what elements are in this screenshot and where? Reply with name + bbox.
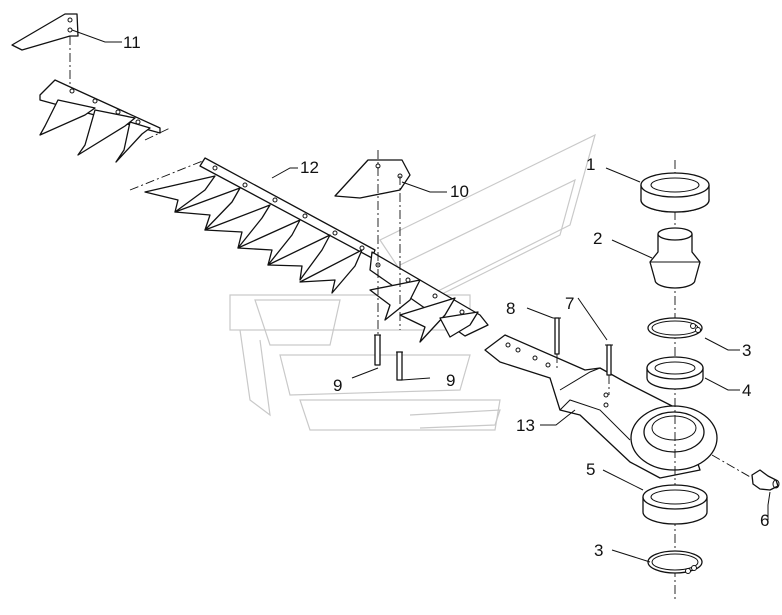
callout-2: 2 <box>593 229 602 248</box>
leader-lines <box>71 29 771 563</box>
callout-3-lower: 3 <box>594 541 603 560</box>
callout-11: 11 <box>123 33 141 52</box>
callout-10: 10 <box>450 182 469 201</box>
bushing-part-2 <box>649 227 701 289</box>
snap-ring-part-3-upper <box>647 317 703 339</box>
blade-part-10 <box>334 150 411 345</box>
callout-8: 8 <box>506 299 515 318</box>
ring-part-5 <box>642 484 708 525</box>
callout-13: 13 <box>516 416 535 435</box>
cutter-bar-part-12 <box>129 157 376 294</box>
grease-fitting-part-6 <box>751 469 780 491</box>
drive-arm-part-13 <box>484 334 753 479</box>
bearing-part-4 <box>646 356 704 390</box>
callout-3-upper: 3 <box>742 341 751 360</box>
snap-ring-part-3-lower <box>647 550 703 574</box>
bolt-part-9-right <box>396 351 403 381</box>
callout-1: 1 <box>586 155 595 174</box>
callout-9-left: 9 <box>333 376 342 395</box>
callout-5: 5 <box>586 460 595 479</box>
callout-7: 7 <box>565 294 574 313</box>
callout-9-right: 9 <box>446 371 455 390</box>
cutter-bar-section-upper <box>39 79 171 163</box>
stud-part-8 <box>553 317 561 370</box>
stud-part-7 <box>605 344 613 395</box>
ring-part-1 <box>640 172 710 213</box>
callout-12: 12 <box>300 158 319 177</box>
cutter-bar-end-section <box>369 251 489 343</box>
bolt-part-9-left <box>374 334 381 366</box>
callout-4: 4 <box>742 381 751 400</box>
callout-6: 6 <box>760 511 769 530</box>
